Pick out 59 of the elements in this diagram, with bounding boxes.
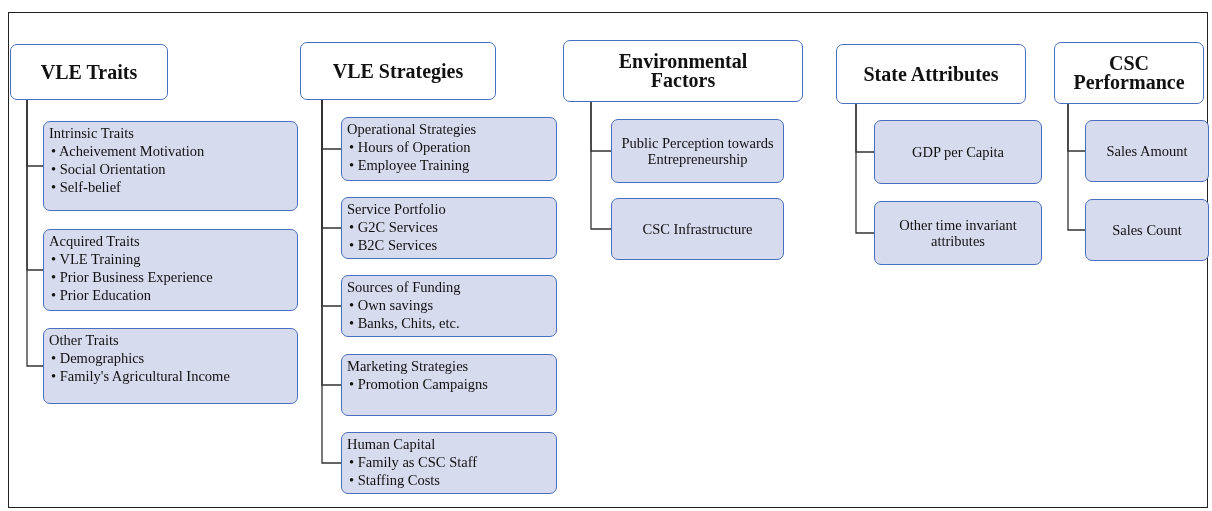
list-item: • Banks, Chits, etc.	[348, 314, 461, 332]
list-item: • Promotion Campaigns	[348, 375, 489, 393]
header-box	[836, 44, 1026, 104]
header-title: State Attributes	[863, 64, 999, 84]
category-box	[1085, 120, 1209, 182]
category-box	[341, 197, 557, 259]
connector-line	[1067, 103, 1086, 231]
list-item: • B2C Services	[348, 236, 439, 254]
category-box	[341, 354, 557, 416]
connector-line	[855, 103, 875, 234]
category-box	[611, 198, 784, 260]
list-item: • Family's Agricultural Income	[50, 367, 231, 385]
list-item: • Own savings	[348, 296, 435, 314]
header-title: VLE Strategies	[332, 61, 464, 81]
list-item: • Acheivement Motivation	[50, 142, 206, 160]
category-box	[341, 432, 557, 494]
list-item: • Staffing Costs	[348, 471, 441, 489]
category-label: Sales Amount	[1106, 143, 1188, 159]
category-label: Other time invariant attributes	[898, 217, 1018, 249]
category-box	[341, 275, 557, 337]
category-box	[43, 121, 298, 211]
category-box	[874, 120, 1042, 184]
category-box	[43, 229, 298, 311]
category-box	[341, 117, 557, 181]
category-heading: Acquired Traits	[49, 232, 141, 250]
list-item: • Prior Education	[50, 286, 153, 304]
category-heading: Operational Strategies	[347, 120, 478, 138]
list-item: • Social Orientation	[50, 160, 167, 178]
list-item: • Prior Business Experience	[50, 268, 214, 286]
list-item: • Demographics	[50, 349, 146, 367]
category-label: Sales Count	[1112, 222, 1182, 238]
header-title: VLE Traits	[40, 62, 138, 82]
list-item: • Hours of Operation	[348, 138, 472, 156]
category-box	[43, 328, 298, 404]
header-title: CSC Performance	[1072, 54, 1186, 92]
category-box	[611, 119, 784, 183]
connector-line	[590, 101, 612, 230]
category-label: GDP per Capita	[911, 144, 1005, 160]
list-item: • Employee Training	[348, 156, 471, 174]
category-box	[1085, 199, 1209, 261]
header-title: Environmental Factors	[617, 52, 749, 90]
category-heading: Human Capital	[347, 435, 437, 453]
header-box	[300, 42, 496, 100]
category-label: Public Perception towards Entrepreneurship	[620, 135, 775, 167]
category-heading: Marketing Strategies	[347, 357, 470, 375]
category-heading: Sources of Funding	[347, 278, 462, 296]
category-heading: Intrinsic Traits	[49, 124, 135, 142]
list-item: • Family as CSC Staff	[348, 453, 479, 471]
header-box	[563, 40, 803, 102]
category-heading: Other Traits	[49, 331, 120, 349]
category-heading: Service Portfolio	[347, 200, 447, 218]
list-item: • G2C Services	[348, 218, 439, 236]
header-box	[10, 44, 168, 100]
connector-line	[26, 99, 44, 367]
category-box	[874, 201, 1042, 265]
list-item: • Self-belief	[50, 178, 122, 196]
list-item: • VLE Training	[50, 250, 142, 268]
header-box	[1054, 42, 1204, 104]
category-label: CSC Infrastructure	[642, 221, 753, 237]
